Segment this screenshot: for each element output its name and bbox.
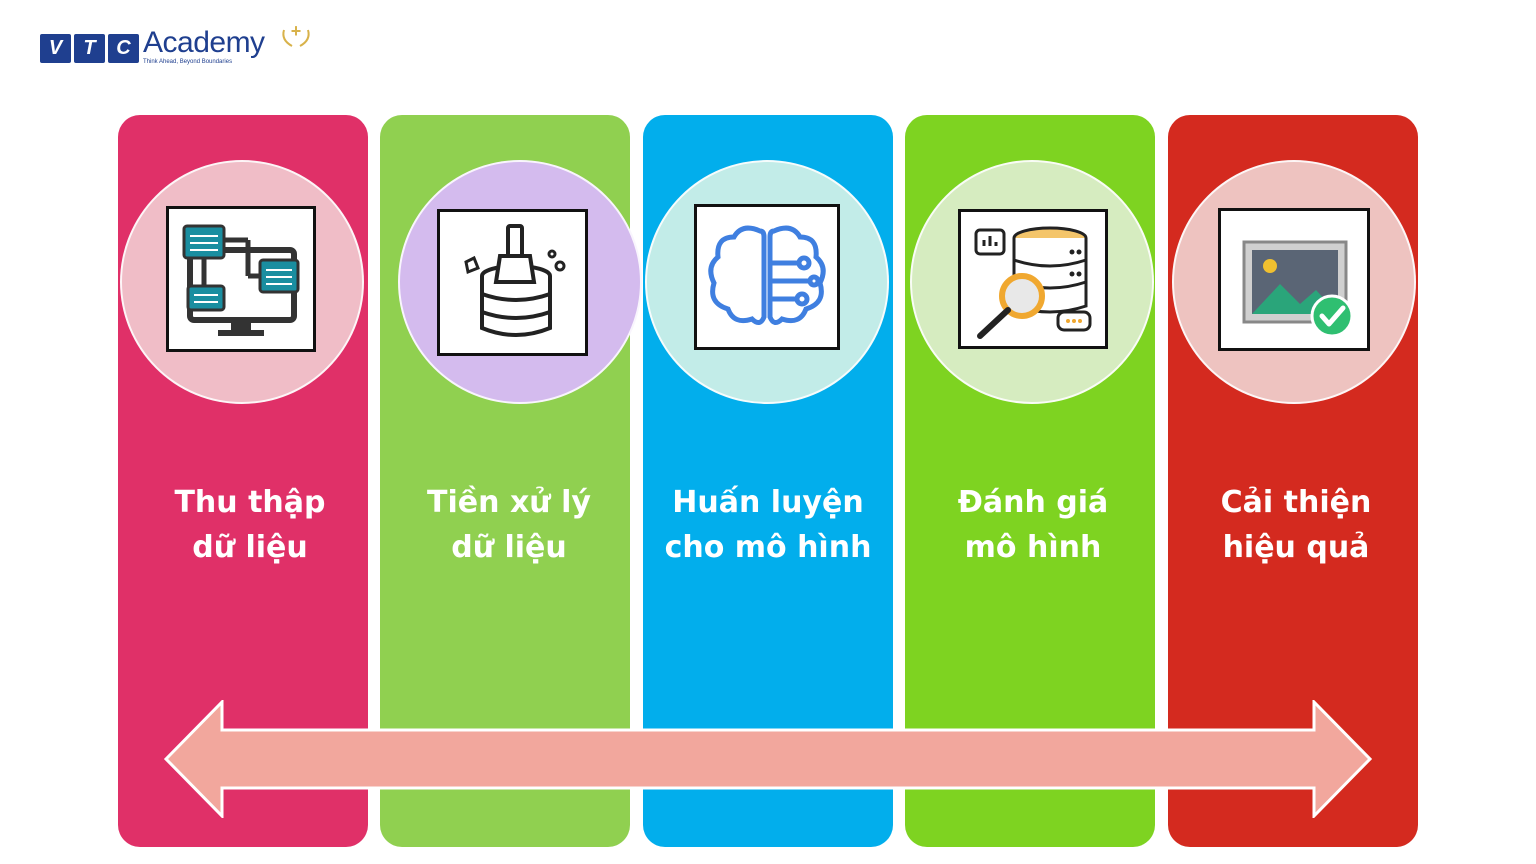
stage-label-line2: hiệu quả xyxy=(1222,530,1370,565)
stage-label-preprocess: Tiền xử lý dữ liệu xyxy=(369,480,649,570)
logo-wordmark: Academy xyxy=(143,26,265,59)
stage-label-line2: dữ liệu xyxy=(451,530,567,565)
database-cleaning-icon xyxy=(437,209,588,356)
stage-label-line1: Đánh giá xyxy=(957,485,1109,520)
stage-label-line2: cho mô hình xyxy=(664,530,872,565)
computer-network-icon xyxy=(166,206,316,352)
stage-label-collect: Thu thập dữ liệu xyxy=(110,480,390,570)
stage-label-line1: Huấn luyện xyxy=(672,485,864,520)
stage-label-train: Huấn luyện cho mô hình xyxy=(628,480,908,570)
stage-label-line1: Thu thập xyxy=(174,485,326,520)
database-search-icon xyxy=(958,209,1108,349)
stage-label-line2: mô hình xyxy=(964,530,1102,565)
logo-letter-t: T xyxy=(74,34,105,63)
stage-label-line1: Cải thiện xyxy=(1220,485,1372,520)
logo-letter-v: V xyxy=(40,34,71,63)
stage-label-improve: Cải thiện hiệu quả xyxy=(1156,480,1436,570)
laurel-plus-icon: + xyxy=(282,22,310,47)
vtc-academy-logo: V T C Academy Think Ahead, Beyond Bounda… xyxy=(40,22,330,70)
image-check-icon xyxy=(1218,208,1370,351)
ai-brain-icon xyxy=(694,204,840,350)
stage-label-line2: dữ liệu xyxy=(192,530,308,565)
logo-plus: + xyxy=(291,22,302,41)
logo-tagline: Think Ahead, Beyond Boundaries xyxy=(143,59,233,65)
double-headed-arrow-icon xyxy=(164,700,1372,818)
logo-letter-c: C xyxy=(108,34,139,63)
stage-label-evaluate: Đánh giá mô hình xyxy=(893,480,1173,570)
stage-label-line1: Tiền xử lý xyxy=(427,485,591,520)
